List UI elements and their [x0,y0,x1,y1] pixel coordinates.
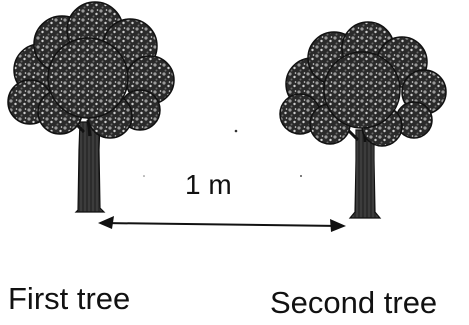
distance-label: 1 m [185,169,232,200]
first-tree-label: First tree [8,281,131,316]
distance-arrow-icon [98,216,346,232]
scan-speck [143,175,145,177]
scan-speck [234,129,238,133]
second-tree-label: Second tree [270,285,438,320]
scan-speck [300,175,302,177]
second-tree-icon [279,21,447,219]
first-tree-icon [7,1,175,213]
